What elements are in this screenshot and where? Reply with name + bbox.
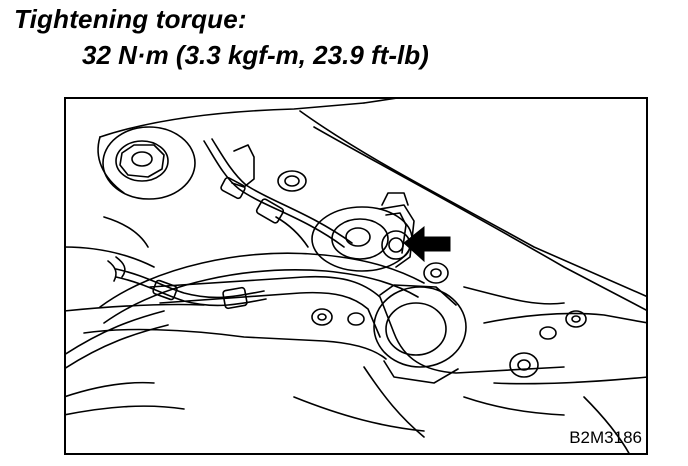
body-panel	[97, 97, 648, 312]
mount-bolt-left	[102, 126, 196, 200]
small-nut-top	[277, 170, 307, 192]
figure-code: B2M3186	[569, 428, 642, 447]
underbody-line-drawing: B2M3186	[64, 97, 648, 455]
left-suspension	[64, 216, 185, 416]
indicator-arrow	[403, 225, 451, 263]
brake-pipe-lower	[107, 256, 267, 310]
lower-right-bolts	[463, 286, 648, 385]
lower-crossmember	[64, 275, 565, 374]
torque-title: Tightening torque:	[14, 4, 247, 34]
torque-value: 32 N·m (3.3 kgf-m, 23.9 ft-lb)	[82, 40, 429, 70]
illustration-figure: B2M3186	[64, 97, 648, 455]
floor-panel-lines	[293, 366, 631, 455]
arm-bushing	[373, 284, 467, 384]
